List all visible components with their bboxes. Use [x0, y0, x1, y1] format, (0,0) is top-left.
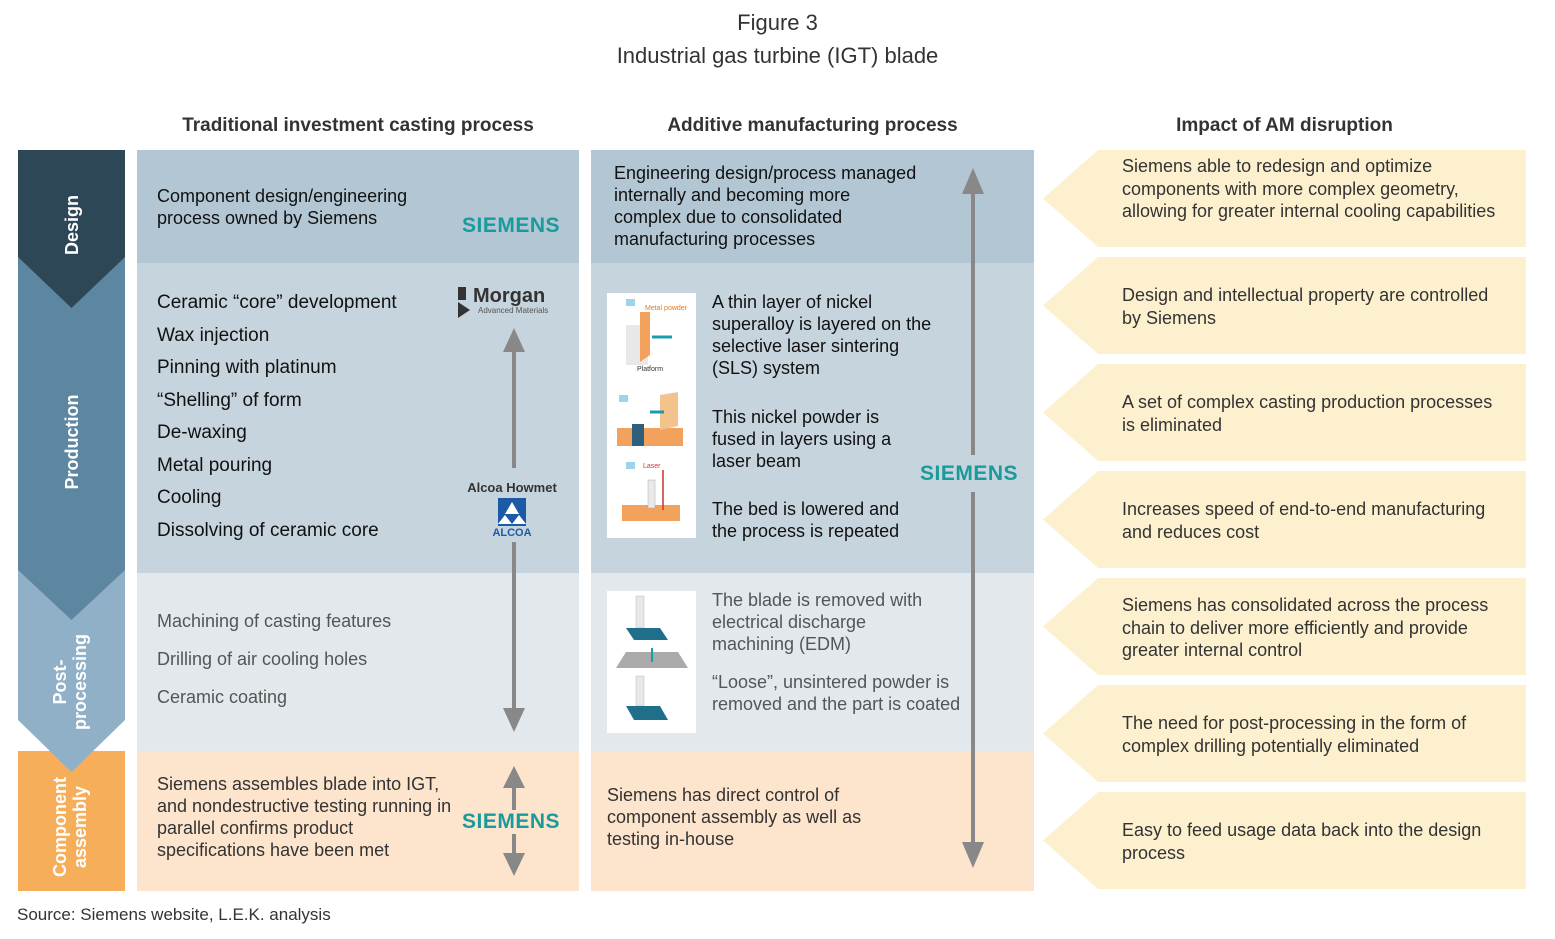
morgan-logo-mark-bottom [458, 302, 470, 318]
morgan-logo-text: Morgan [473, 285, 546, 307]
roller-2 [660, 392, 678, 430]
am-assembly-text: Siemens has direct control of component … [607, 785, 862, 849]
stage-assembly-label: Component assembly [50, 752, 94, 902]
impact-text-6: The need for post-processing in the form… [1122, 713, 1467, 756]
impact-text-7: Easy to feed usage data back into the de… [1122, 820, 1482, 863]
morgan-logo-mark-top [458, 287, 466, 300]
trad-assembly-text: Siemens assembles blade into IGT, and no… [157, 774, 452, 860]
blade-2 [632, 424, 644, 446]
blade-3 [647, 479, 656, 509]
trad-production-step: Cooling [157, 487, 222, 508]
siemens-logo-am: SIEMENS [920, 462, 1019, 485]
am-arrow-up-head [962, 168, 984, 194]
morgan-logo-subtext: Advanced Materials [478, 306, 549, 315]
stage-post-label: Post- processing [50, 607, 94, 757]
figure-number: Figure 3 [737, 10, 818, 35]
impact-box-shape-7 [1043, 792, 1526, 889]
trad-production-step: Ceramic “core” development [157, 292, 397, 313]
img-label-platform: Platform [637, 366, 664, 373]
figure-title: Industrial gas turbine (IGT) blade [616, 43, 939, 68]
am-post-step: The blade is removed with electrical dis… [712, 590, 923, 654]
powder-bed-2 [617, 428, 683, 446]
siemens-logo-assembly: SIEMENS [462, 810, 561, 833]
img-label-laser: Laser [643, 463, 661, 470]
impact-box-shape-5 [1043, 578, 1526, 675]
edm-base-1 [626, 628, 668, 640]
assembly-arrow-down-head [503, 853, 525, 876]
stage-post-label-line2: processing [70, 633, 90, 731]
trad-production-step: Metal pouring [157, 454, 273, 476]
am-production-step: This nickel powder is fused in layers us… [712, 407, 892, 471]
blade-post-1 [635, 595, 645, 629]
trad-design-text: Component design/engineering process own… [157, 186, 408, 228]
trad-production-step: Pinning with platinum [157, 357, 337, 378]
powder-icon-2 [619, 395, 628, 402]
powder-bed-3 [622, 505, 680, 521]
source-note: Source: Siemens website, L.E.K. analysis [17, 905, 331, 924]
stage-post-label-line1: Post- [50, 659, 70, 705]
impact-box-shape-4 [1043, 471, 1526, 568]
powder-icon [626, 299, 635, 306]
am-assembly-band [591, 751, 1034, 891]
column-header-additive: Additive manufacturing process [667, 115, 958, 136]
trad-arrow-up-head [503, 328, 525, 352]
trad-production-step: Dissolving of ceramic core [157, 519, 379, 541]
am-design-band [591, 150, 1034, 263]
trad-production-list: Ceramic “core” development Wax injection… [157, 287, 447, 547]
impact-text-3: A set of complex casting production proc… [1122, 392, 1493, 435]
am-production-step: A thin layer of nickel superalloy is lay… [712, 292, 932, 378]
column-header-traditional: Traditional investment casting process [182, 115, 534, 136]
img-label-powder: Metal powder [645, 305, 688, 312]
edm-base-2 [626, 706, 668, 720]
impact-box-shape-3 [1043, 364, 1526, 461]
trad-assembly-band [137, 751, 579, 891]
trad-production-step: “Shelling” of form [157, 389, 302, 411]
blade-1 [640, 312, 650, 362]
am-production-step: The bed is lowered and the process is re… [712, 499, 900, 541]
stage-production-label: Production [62, 394, 82, 490]
impact-text-4: Increases speed of end-to-end manufactur… [1122, 499, 1486, 542]
column-header-impact: Impact of AM disruption [1176, 115, 1393, 136]
alcoa-triangle-top [505, 502, 519, 514]
laser-icon [626, 462, 635, 469]
impact-box-shape-2 [1043, 257, 1526, 354]
impact-box-shape-1 [1043, 150, 1526, 247]
trad-production-step: Wax injection [157, 324, 270, 346]
impact-box-shape-6 [1043, 685, 1526, 782]
alcoa-triangle-right [512, 515, 526, 524]
alcoa-logo-text: ALCOA [492, 527, 532, 539]
impact-text-5: Siemens has consolidated across the proc… [1122, 595, 1489, 660]
impact-text-1: Siemens able to redesign and optimize co… [1122, 156, 1496, 221]
trad-post-step: Drilling of air cooling holes [157, 649, 368, 669]
stage-assembly-label-line1: Component [50, 777, 70, 877]
trad-post-band [137, 573, 579, 751]
am-post-step: “Loose”, unsintered powder is removed an… [712, 672, 961, 714]
am-design-text: Engineering design/process managed inter… [614, 163, 917, 249]
am-arrow-down-head [962, 842, 984, 868]
trad-design-band [137, 150, 579, 263]
assembly-arrow-up-head [503, 766, 525, 788]
alcoa-triangle-left [498, 515, 512, 524]
stage-production-shape [18, 253, 125, 620]
stage-design-label: Design [62, 195, 82, 256]
trad-arrow-down-head [503, 708, 525, 732]
stage-post-shape [18, 560, 125, 772]
stage-assembly-label-line2: assembly [70, 785, 90, 869]
siemens-logo-design: SIEMENS [462, 214, 561, 237]
trad-post-step: Ceramic coating [157, 687, 288, 707]
trad-production-step: De-waxing [157, 422, 247, 443]
trad-post-step: Machining of casting features [157, 611, 392, 631]
stage-assembly-shape [18, 751, 125, 891]
alcoa-howmet-label: Alcoa Howmet [467, 480, 557, 495]
impact-text-2: Design and intellectual property are con… [1122, 285, 1489, 328]
stage-design-shape [18, 150, 125, 308]
blade-post-2 [635, 675, 645, 707]
